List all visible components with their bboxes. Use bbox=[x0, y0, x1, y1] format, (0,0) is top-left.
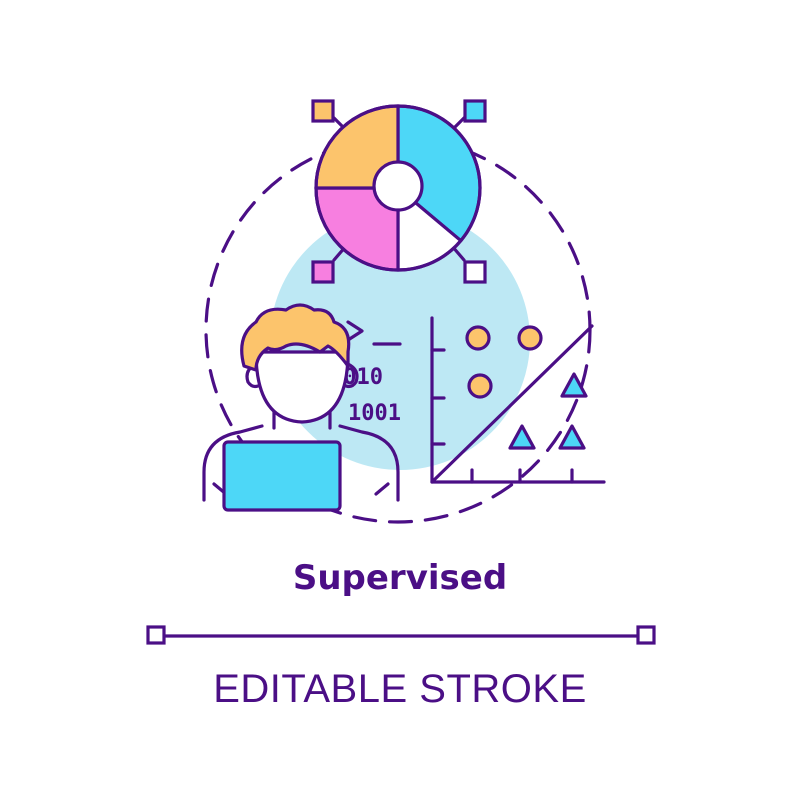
handle-square-bottom-right bbox=[463, 260, 487, 284]
person-at-laptop-icon bbox=[202, 303, 400, 512]
data-point-triangle bbox=[508, 424, 536, 450]
data-point-triangle bbox=[560, 372, 588, 398]
binary-line-2: 1001 bbox=[348, 401, 401, 426]
handle-square-top-right bbox=[463, 99, 487, 123]
person-body bbox=[202, 424, 400, 502]
editable-stroke-caption: EDITABLE STROKE bbox=[213, 667, 587, 711]
data-point-triangle bbox=[558, 424, 586, 450]
terminal-prompt-icon bbox=[346, 320, 402, 346]
handle-square-top-left bbox=[311, 99, 335, 123]
divider-line bbox=[146, 625, 656, 645]
divider-end-square-right bbox=[636, 625, 656, 645]
data-point-circle bbox=[467, 373, 493, 399]
person-head bbox=[254, 350, 350, 424]
data-point-circle bbox=[465, 325, 491, 351]
pie-center-hole bbox=[372, 160, 424, 212]
person-hair bbox=[240, 303, 351, 372]
laptop-icon bbox=[222, 440, 342, 512]
pie-chart-icon bbox=[311, 99, 487, 284]
data-point-circle bbox=[517, 325, 543, 351]
handle-square-bottom-left bbox=[311, 260, 335, 284]
classification-scatter-plot-icon bbox=[430, 316, 606, 484]
concept-title: Supervised bbox=[292, 558, 508, 598]
divider-end-square-left bbox=[146, 625, 166, 645]
